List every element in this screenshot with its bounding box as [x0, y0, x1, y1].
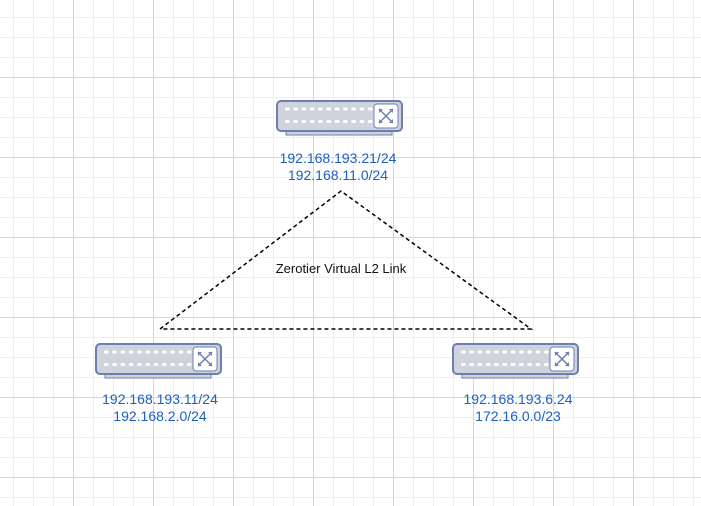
- node-top-overlay-ip: 192.168.193.21/24: [279, 150, 397, 166]
- node-left-label: 192.168.193.11/24 192.168.2.0/24: [50, 391, 270, 425]
- node-left-lan-subnet: 192.168.2.0/24: [113, 408, 207, 424]
- node-right-overlay-ip: 192.168.193.6.24: [463, 391, 573, 407]
- switch-top-icon: [276, 100, 403, 136]
- virtual-link-triangle: [159, 190, 534, 330]
- node-left-overlay-ip: 192.168.193.11/24: [102, 391, 218, 407]
- switch-right-icon: [452, 343, 579, 379]
- switch-left-icon: [95, 343, 222, 379]
- link-label: Zerotier Virtual L2 Link: [275, 261, 407, 276]
- node-top-lan-subnet: 192.168.11.0/24: [287, 167, 389, 183]
- node-right-lan-subnet: 172.16.0.0/23: [475, 408, 561, 424]
- node-right-label: 192.168.193.6.24 172.16.0.0/23: [408, 391, 628, 425]
- node-top-label: 192.168.193.21/24 192.168.11.0/24: [228, 150, 448, 184]
